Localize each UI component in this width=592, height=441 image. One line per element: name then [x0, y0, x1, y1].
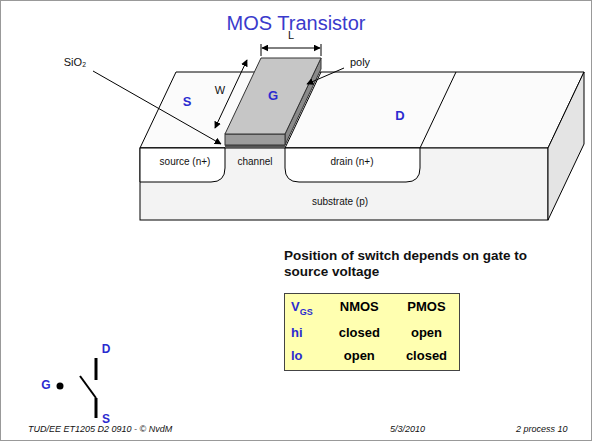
drain-edge [420, 72, 456, 148]
gate-front [225, 134, 285, 145]
dimension-tick [261, 44, 262, 56]
pin-label: G [41, 379, 50, 393]
truth-table: VGS NMOS PMOS hi closed open lo open closed [284, 293, 460, 371]
region-label: drain (n+) [330, 156, 373, 168]
dimension-tick [321, 44, 322, 56]
gate-top [225, 58, 321, 134]
table-cell: closed [339, 325, 380, 340]
pin-label: D [102, 343, 111, 357]
switch-blade [80, 376, 96, 398]
region-label: source (n+) [160, 156, 211, 168]
footer-text: 2 process 10 [516, 424, 568, 434]
substrate-top [140, 72, 584, 148]
terminal-label: S [183, 95, 192, 110]
slide-title: MOS Transistor [227, 12, 366, 35]
dimension-label: W [215, 84, 225, 97]
table-cell: open [406, 325, 447, 340]
table-cell: PMOS [406, 299, 447, 317]
leader-line [307, 68, 344, 84]
source-well [140, 148, 225, 182]
table-cell: hi [291, 325, 313, 340]
table-cell: VGS [291, 299, 313, 317]
footer-text: 5/3/2010 [390, 424, 425, 434]
material-label: poly [350, 56, 370, 69]
footer-text: TUD/EE ET1205 D2 0910 - © NvdM [28, 424, 172, 434]
switch-terminal [95, 398, 98, 418]
gate-dot [57, 383, 64, 390]
table-cell: closed [406, 348, 447, 363]
region-label: substrate (p) [312, 196, 368, 208]
material-label: SiO₂ [64, 56, 87, 69]
terminal-label: D [395, 109, 404, 124]
note-text: Position of switch depends on gate to so… [284, 248, 546, 279]
leader-line [93, 71, 221, 144]
length-dimension [262, 48, 320, 49]
switch-terminal [95, 358, 98, 380]
dimension-label: L [288, 29, 294, 42]
width-dimension [215, 60, 247, 128]
table-cell: lo [291, 348, 313, 363]
substrate-front [140, 148, 548, 220]
table-cell: open [339, 348, 380, 363]
terminal-label: G [268, 89, 278, 104]
drain-well [285, 148, 420, 182]
table-cell: NMOS [339, 299, 380, 317]
region-label: channel [237, 156, 272, 168]
substrate-side [548, 72, 584, 220]
